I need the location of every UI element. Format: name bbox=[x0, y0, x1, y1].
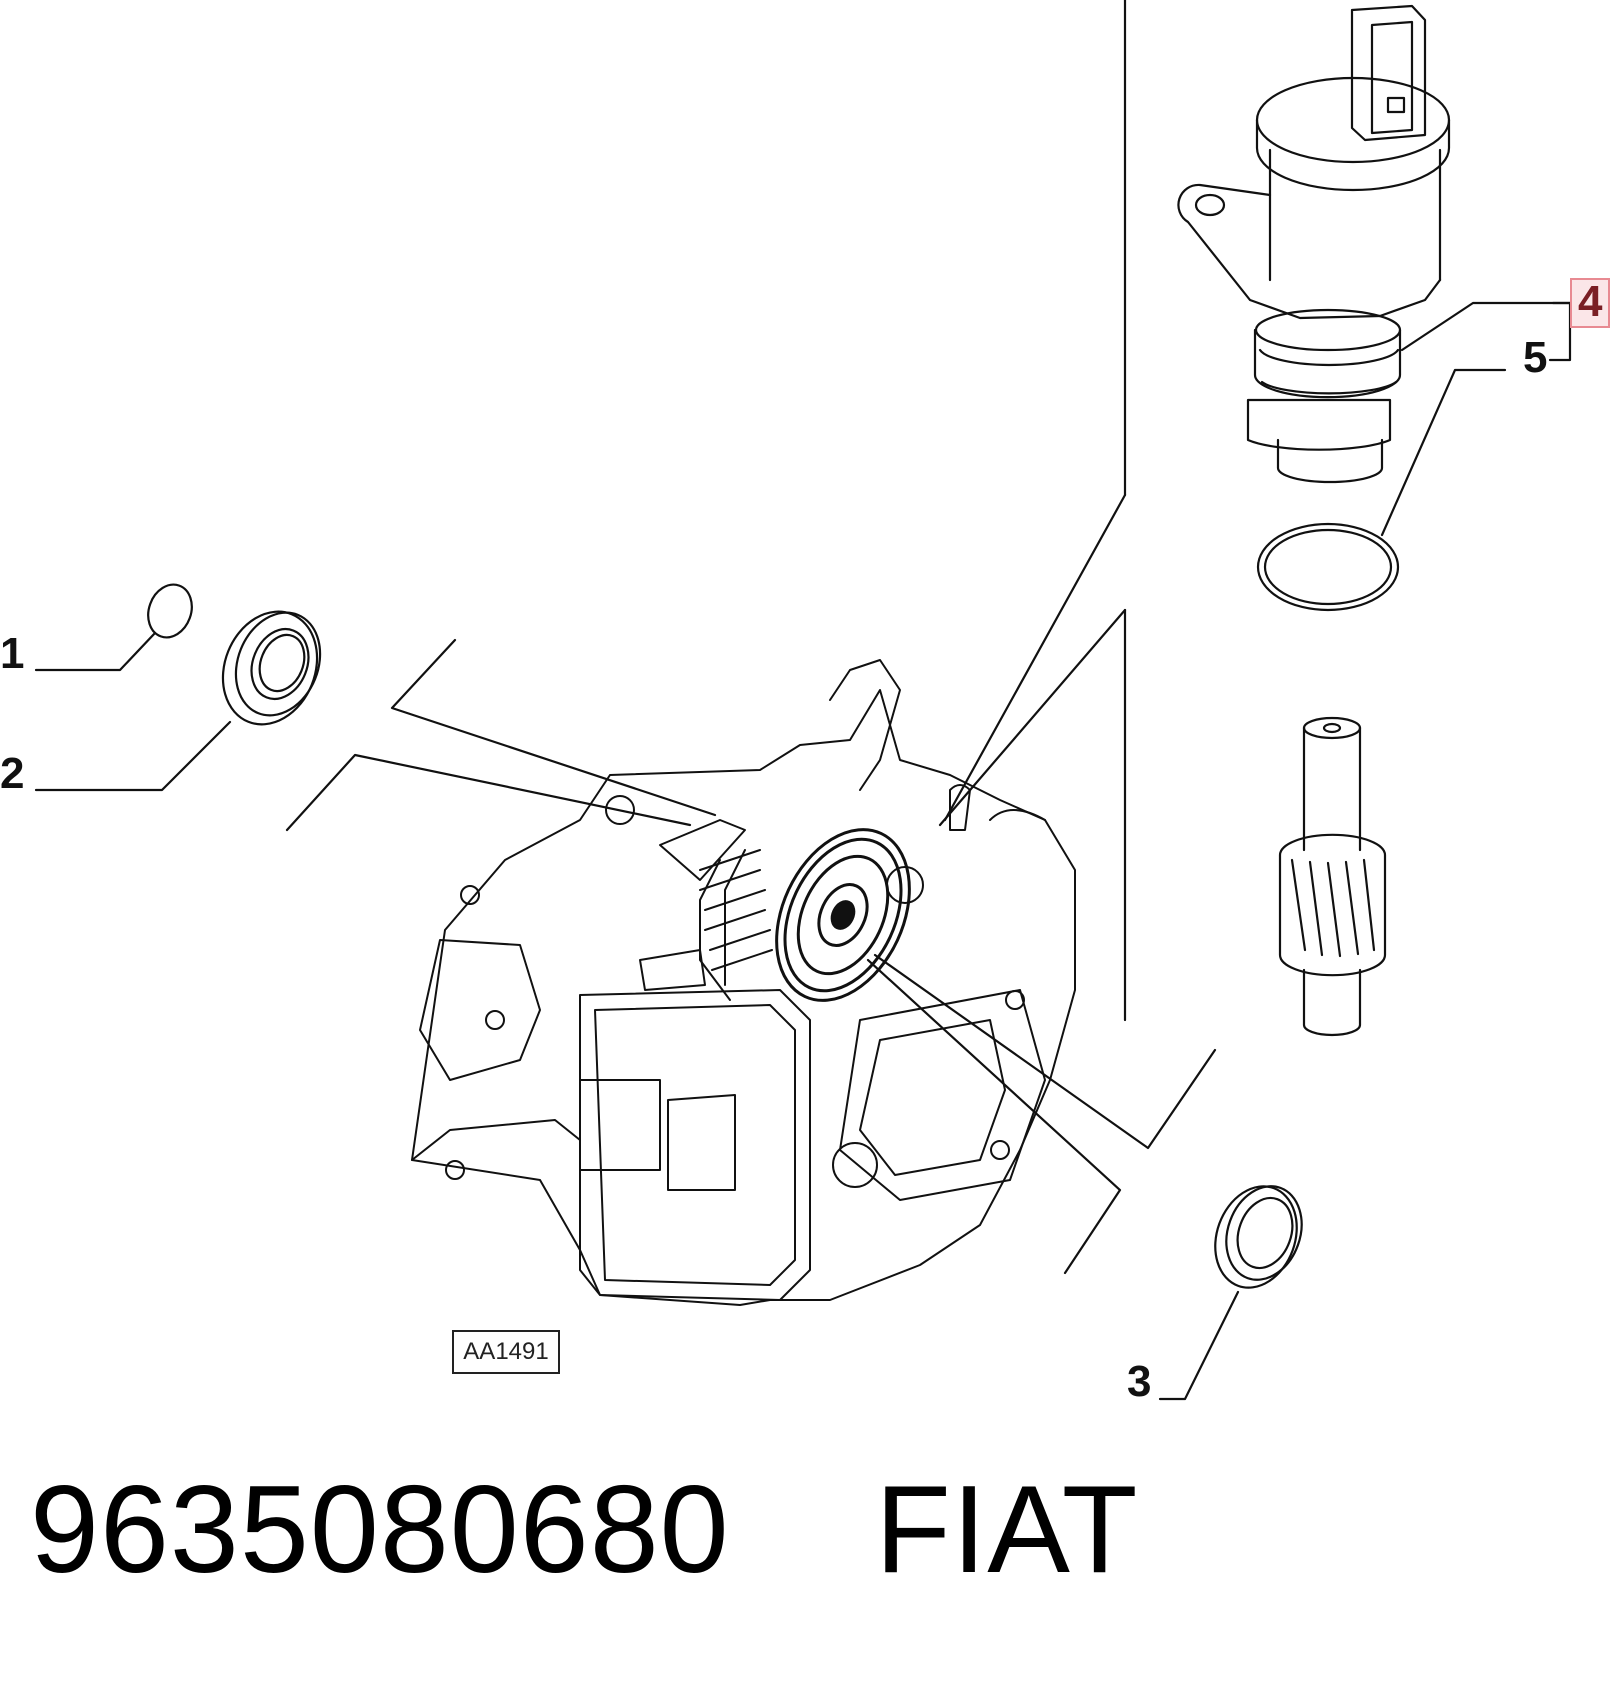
reference-code: AA1491 bbox=[463, 1338, 549, 1365]
leader-seal-right-a bbox=[873, 953, 1217, 1150]
callout-4[interactable]: 4 bbox=[1570, 278, 1611, 328]
caption: 9635080680 FIAT bbox=[30, 1468, 1139, 1592]
transmission-assembly bbox=[411, 659, 1076, 1306]
oil-seal-right bbox=[1214, 1185, 1303, 1289]
leader-2 bbox=[34, 720, 232, 792]
o-ring-small bbox=[147, 583, 193, 639]
leader-sensor bbox=[943, 493, 1127, 822]
speed-sensor bbox=[1177, 4, 1451, 484]
callout-2: 2 bbox=[0, 749, 25, 798]
leader-5 bbox=[1380, 368, 1507, 537]
leader-seal-left-a bbox=[390, 638, 717, 817]
oil-seal-left bbox=[221, 610, 322, 726]
leader-seal-right-b bbox=[866, 958, 1122, 1275]
leader-pinion bbox=[938, 608, 1127, 827]
callout-5: 5 bbox=[1523, 333, 1548, 382]
differential-gear bbox=[659, 819, 911, 1002]
callout-1: 1 bbox=[0, 629, 25, 678]
o-ring-sensor bbox=[1256, 522, 1400, 612]
brand-name: FIAT bbox=[875, 1461, 1139, 1599]
callout-3: 3 bbox=[1127, 1357, 1152, 1406]
leader-1 bbox=[34, 631, 157, 672]
leader-3 bbox=[1158, 1290, 1240, 1401]
part-number: 9635080680 bbox=[30, 1461, 730, 1599]
reference-code-box: AA1491 bbox=[452, 1330, 560, 1374]
drive-pinion bbox=[1278, 716, 1387, 1037]
leader-seal-left-b bbox=[285, 753, 692, 832]
